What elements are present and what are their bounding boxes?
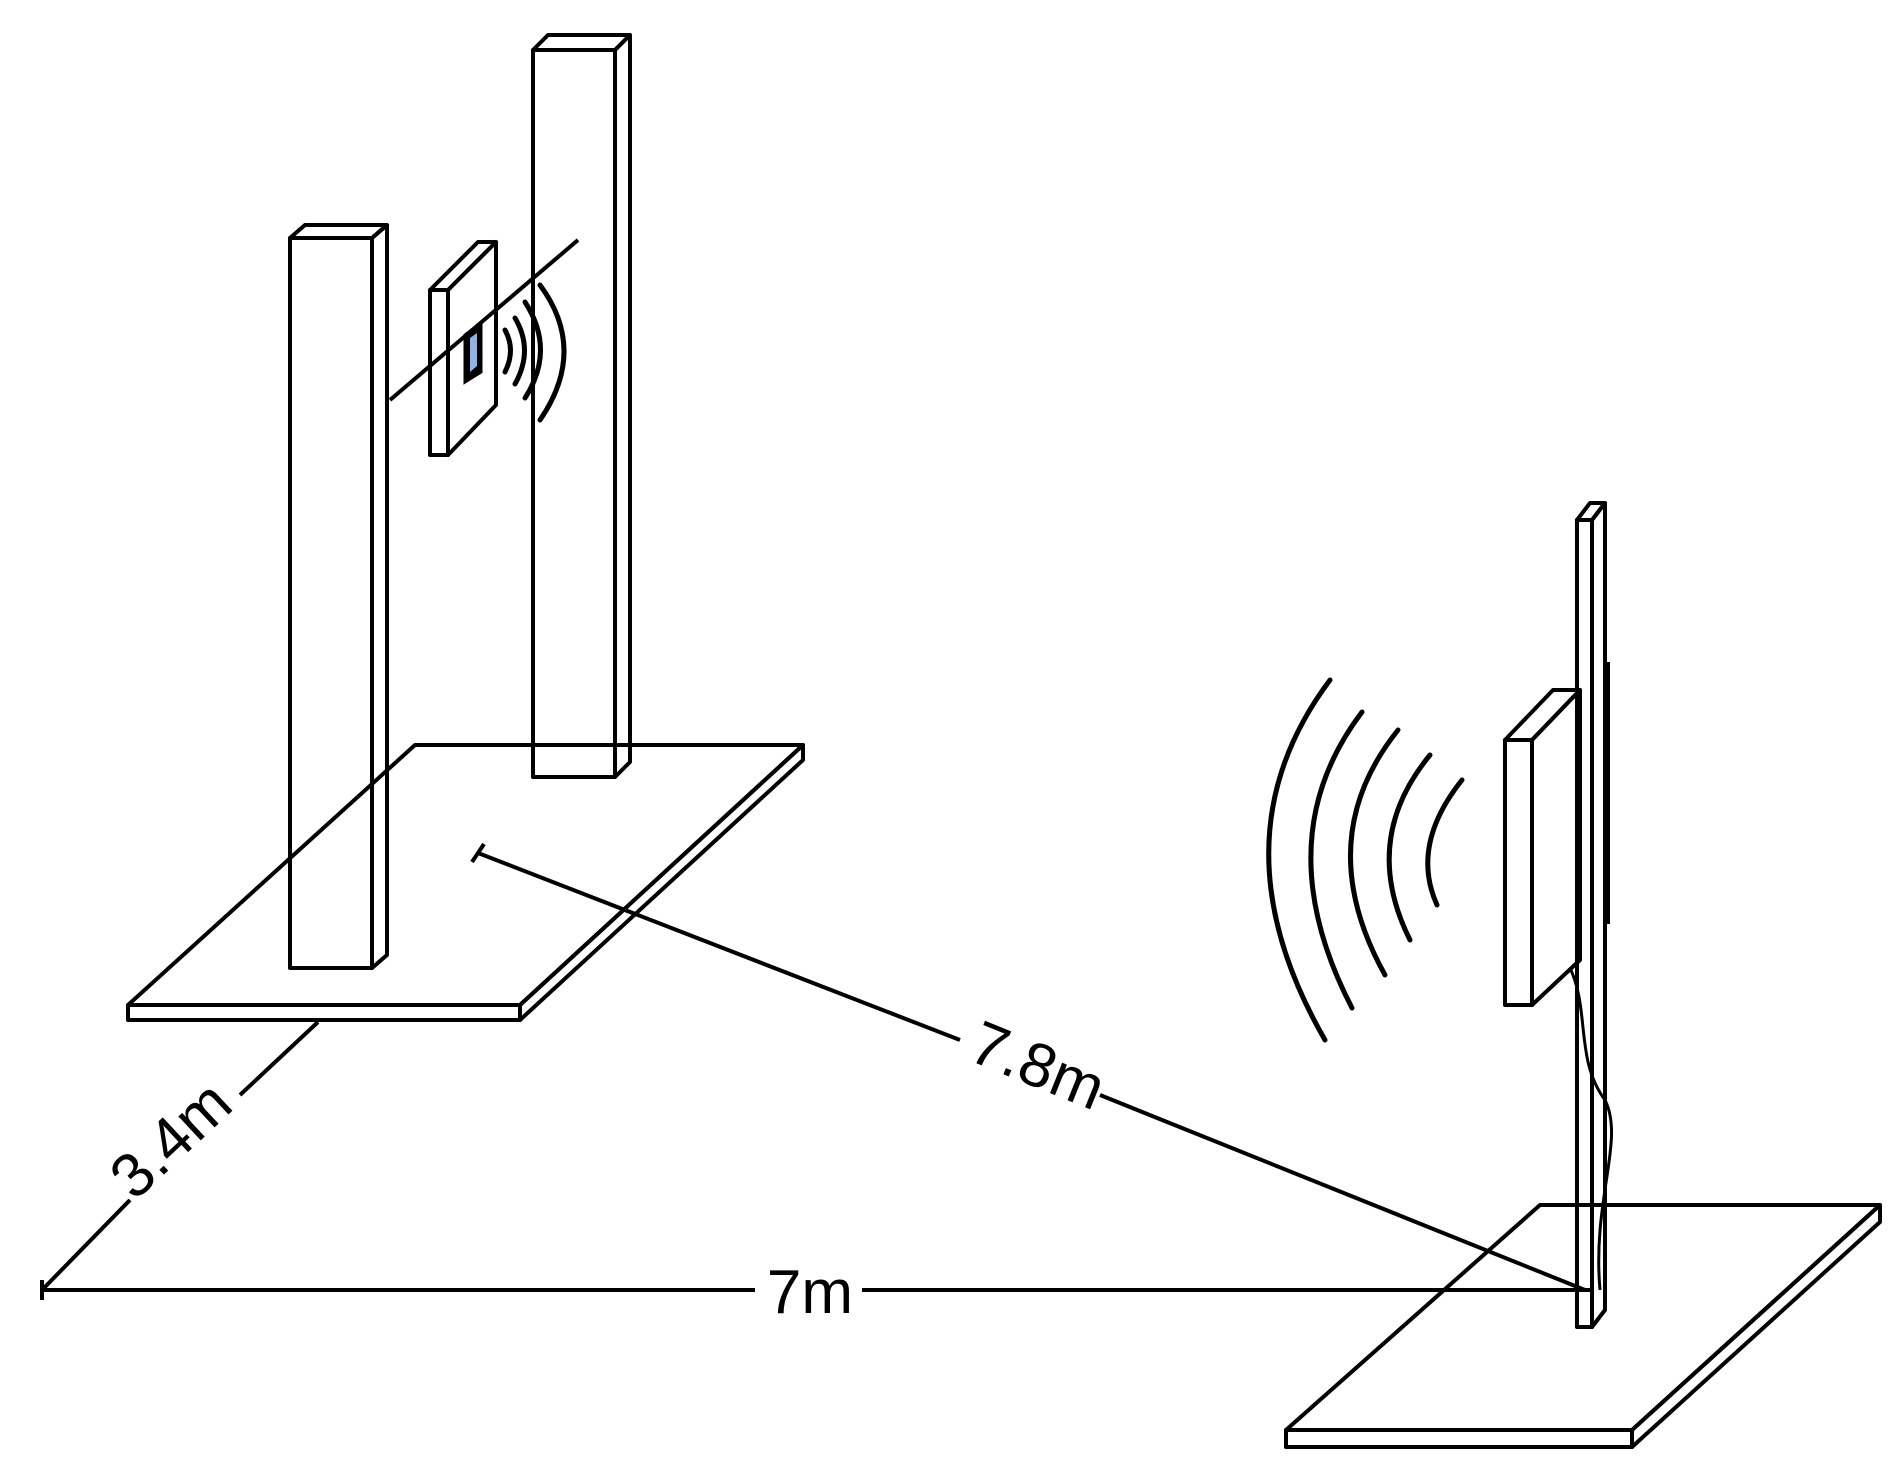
receiver-panel-top-edge [1503,688,1582,742]
radio-waves-icon [502,282,567,423]
rear-pillar-side [613,33,632,779]
receiver-cable [1568,967,1613,1291]
transmitter-mount-beam [388,238,580,402]
receiver-mount-bar [1604,662,1610,924]
front-pillar-side [370,223,389,970]
left-base-top [126,743,805,1007]
transmitter-panel-front [428,288,450,457]
receiver-post-front [1575,518,1594,1329]
radio-waves-icon [1266,677,1465,1043]
diagonal-dimension-tick [470,842,486,864]
right-base-platform [1284,1203,1882,1449]
left-base-platform [126,743,805,1022]
left-base-side-edge [518,743,805,1022]
transmitter-panel-face [446,240,498,457]
rear-pillar-front [531,48,617,779]
left-station [126,33,805,1022]
left-base-front-edge [126,1003,522,1022]
right-station [1266,501,1882,1449]
right-base-top [1284,1203,1882,1432]
diagonal-label: 7.8m [961,1008,1115,1124]
front-pillar [288,223,389,970]
rear-pillar [531,33,632,779]
dimension-lines [40,842,1590,1300]
depth-dimension-line-upper [238,1020,320,1097]
right-base-front-edge [1284,1428,1634,1449]
diagonal-dimension-line-upper [477,851,961,1042]
front-pillar-front [288,236,374,970]
width-label: 7m [767,1258,853,1327]
receiver-panel-face [1530,688,1582,1007]
receiver-panel [1503,688,1582,1007]
right-base-side-edge [1630,1203,1882,1449]
depth-label: 3.4m [97,1068,245,1212]
depth-dimension-line-lower [40,1198,132,1292]
receiver-post [1575,501,1607,1329]
diagonal-dimension-line-lower [1099,1093,1586,1292]
transmitter-antenna-inner [470,333,477,372]
transmitter-panel [428,240,498,457]
receiver-panel-front-edge [1503,738,1534,1007]
